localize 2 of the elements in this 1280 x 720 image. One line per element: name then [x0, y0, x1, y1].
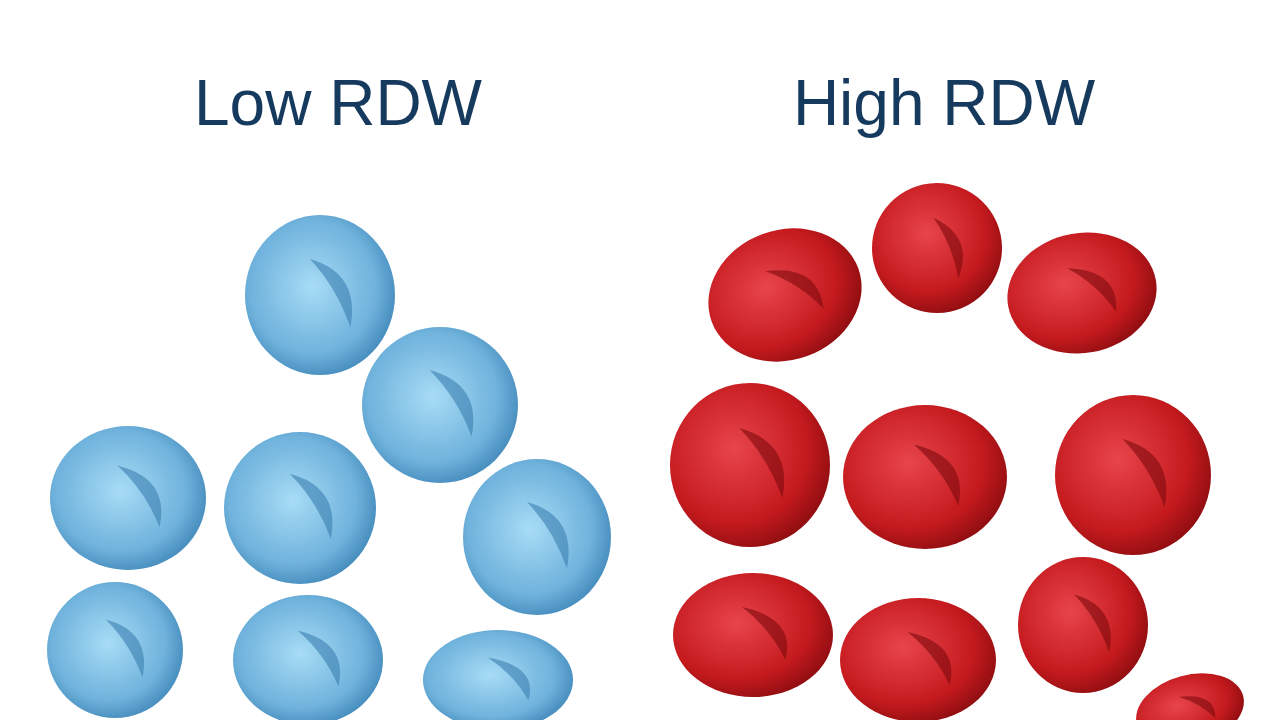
panel-heading: Low RDW: [194, 68, 482, 139]
panel-heading: High RDW: [792, 68, 1096, 139]
